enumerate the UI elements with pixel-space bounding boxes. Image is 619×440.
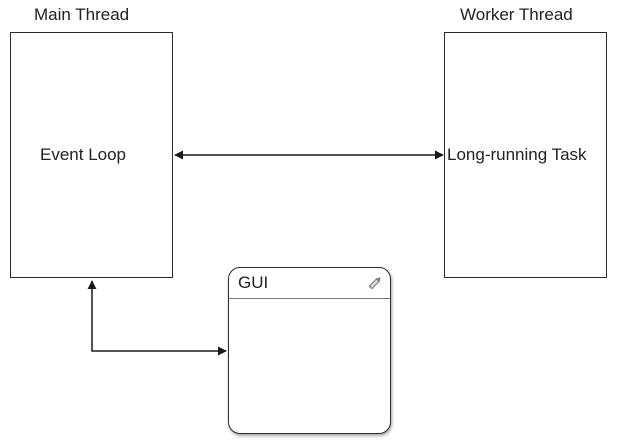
worker-thread-title: Worker Thread xyxy=(460,5,573,24)
gui-window: GUI xyxy=(228,267,391,434)
gui-window-header: GUI xyxy=(229,268,390,299)
pencil-icon[interactable] xyxy=(367,275,383,291)
worker-thread-box xyxy=(444,32,607,278)
main-thread-title: Main Thread xyxy=(34,5,130,24)
main-thread-gui-connector xyxy=(87,280,227,356)
event-loop-label: Event Loop xyxy=(40,145,127,164)
long-running-task-label: Long-running Task xyxy=(447,145,587,164)
gui-window-title: GUI xyxy=(238,273,269,292)
main-thread-box xyxy=(10,32,173,278)
